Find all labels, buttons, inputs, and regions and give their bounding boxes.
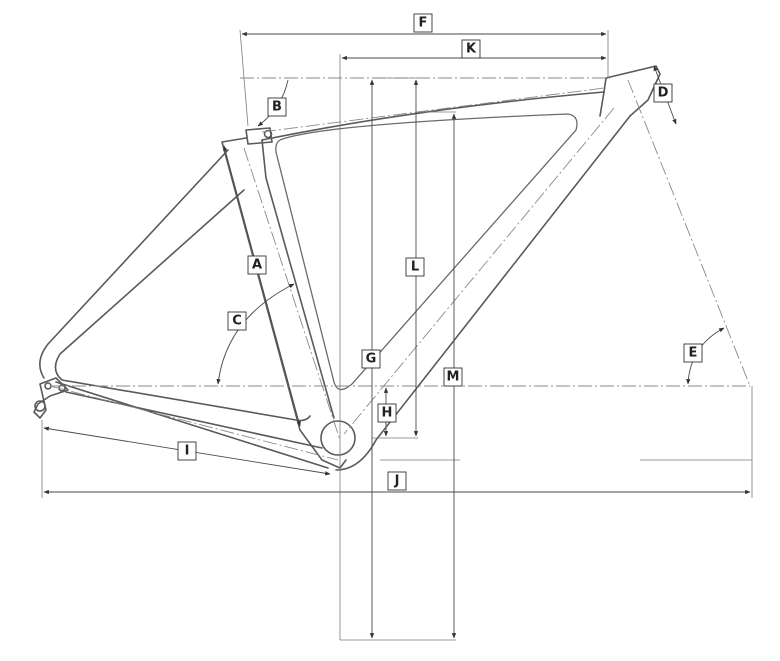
label-G: G — [361, 349, 381, 369]
label-E-text: E — [689, 346, 698, 361]
label-B: B — [267, 97, 287, 117]
main-triangle-inner — [275, 113, 578, 391]
bike-frame — [33, 65, 661, 471]
label-C: C — [227, 311, 247, 331]
label-B-text: B — [272, 100, 282, 115]
down-tube — [335, 115, 631, 471]
label-L-text: L — [411, 260, 419, 275]
label-H: H — [377, 403, 397, 423]
seatstay — [39, 149, 311, 422]
label-I: I — [177, 441, 197, 461]
label-A: A — [247, 255, 267, 275]
label-M: M — [443, 367, 463, 387]
dimension-lines — [43, 31, 751, 639]
bottom-bracket — [320, 420, 356, 456]
label-K: K — [461, 39, 481, 59]
label-A-text: A — [252, 258, 262, 273]
label-J-text: J — [394, 474, 400, 489]
label-F-text: F — [419, 16, 428, 31]
label-J: J — [387, 471, 407, 491]
label-M-text: M — [447, 370, 460, 385]
rear-dropout — [33, 377, 69, 419]
label-C-text: C — [232, 314, 242, 329]
label-F: F — [413, 13, 433, 33]
label-D: D — [653, 83, 673, 103]
label-I-text: I — [185, 444, 190, 459]
seat-clamp — [245, 127, 273, 145]
label-K-text: K — [466, 42, 477, 57]
label-E: E — [683, 343, 703, 363]
label-H-text: H — [382, 406, 393, 421]
extension-lines — [41, 29, 753, 641]
label-D-text: D — [658, 86, 669, 101]
label-L: L — [405, 257, 425, 277]
label-G-text: G — [366, 352, 377, 367]
